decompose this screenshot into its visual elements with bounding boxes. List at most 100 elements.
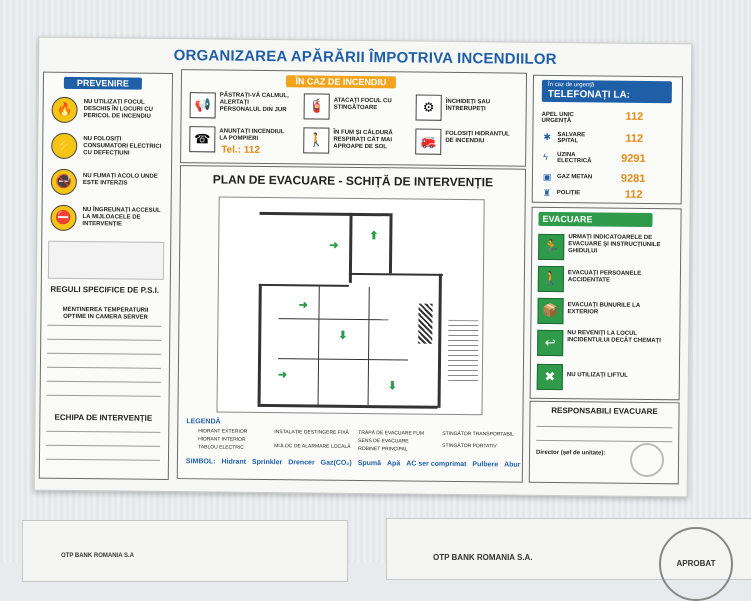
urgenta-label: GAZ METAN	[556, 174, 593, 181]
urgenta-label: APEL UNIC URGENȚĂ	[541, 111, 574, 125]
simbol-item: Hidrant	[221, 458, 247, 466]
rule-line	[536, 439, 673, 443]
prevenire-item: NU UTILIZAȚI FOCUL DESCHIS ÎN LOCURI CU …	[83, 99, 154, 120]
crawl-smoke-icon: 🚶	[303, 127, 330, 154]
stamp-label: APROBAT	[676, 559, 716, 568]
simbol-item: Drencer	[288, 459, 315, 467]
evacuate-goods-icon: 📦	[537, 297, 564, 325]
prevenire-item: NU ÎNGREUNAȚI ACCESUL LA MIJLOACELE DE I…	[82, 207, 161, 228]
urgenta-number: 9281	[620, 172, 646, 185]
evacuare-item: NU REVENIȚI LA LOCUL INCIDENTULUI DECÂT …	[567, 330, 661, 345]
exit-sign-icon: 🏃	[538, 233, 565, 261]
plan-panel: PLAN DE EVACUARE - SCHIȚĂ DE INTERVENȚIE…	[176, 165, 527, 483]
simbol-item: Abur	[504, 461, 521, 469]
director-label: Director (șef de unitate):	[536, 449, 606, 457]
simbol-item: Sprinkler	[251, 458, 283, 467]
reguli-header: REGULI SPECIFICE DE P.S.I.	[50, 284, 160, 295]
in-caz-item: ANUNȚAȚI INCENDIUL LA POMPIERI	[219, 128, 285, 142]
evacuation-arrow: ➜	[329, 239, 339, 252]
simbol-label: SIMBOL:	[185, 458, 216, 466]
no-smoking-icon: 🚭	[50, 168, 78, 195]
prevenire-header: PREVENIRE	[63, 76, 142, 90]
rule-line	[46, 394, 161, 397]
fire-safety-poster: ORGANIZAREA APĂRĂRII ÎMPOTRIVA INCENDIIL…	[33, 36, 693, 498]
legend-item: HIDRANT INTERIOR	[198, 436, 246, 443]
plan-title: PLAN DE EVACUARE - SCHIȚĂ DE INTERVENȚIE	[212, 172, 494, 190]
gas-icon: ▣	[542, 171, 552, 182]
no-fire-icon: 🔥	[51, 96, 78, 124]
urgenta-number: 112	[625, 132, 644, 145]
legend-item: STINGĂTOR PORTATIV	[442, 442, 497, 450]
electric-icon: ϟ	[543, 151, 548, 162]
legend-table	[447, 319, 479, 382]
document-title: OTP BANK ROMANIA S.A	[61, 553, 135, 559]
legend-item: ROBINET PRINCIPAL	[358, 445, 408, 453]
tel-number: Tel.: 112	[221, 144, 261, 156]
evacuation-arrow: ⬇	[338, 329, 348, 342]
evacuare-item: NU UTILIZAȚI LIFTUL	[566, 372, 628, 379]
legend-item: INSTALAȚIE DESTINGERE FIXĂ	[274, 429, 349, 436]
urgenta-label: POLIȚIE	[556, 190, 581, 197]
evacuare-item: URMAȚI INDICATOARELE DE EVACUARE ȘI INST…	[568, 234, 661, 255]
legend-item: MIJLOC DE ALARMARE LOCALĂ	[274, 443, 351, 450]
reguli-text: MENTINEREA TEMPERATURII OPTIME IN CAMERA…	[62, 306, 149, 321]
evacuation-arrow: ⬇	[387, 380, 398, 393]
in-caz-panel: ÎN CAZ DE INCENDIU 📢 PĂSTRAȚI-VĂ CALMUL,…	[180, 69, 528, 167]
company-logo	[629, 442, 665, 478]
in-caz-item: FOLOSIȚI HIDRANTUL DE INCENDIU	[445, 130, 510, 145]
simbol-item: Apă	[386, 460, 401, 468]
urgenta-label: SALVARE SPITAL	[557, 132, 586, 145]
urgenta-label: UZINA ELECTRICĂ	[557, 152, 592, 165]
evacuare-item: EVACUAȚI PERSOANELE ACCIDENTATE	[567, 270, 642, 284]
switch-off-icon: ⚙	[415, 94, 442, 121]
document-left: OTP BANK ROMANIA S.A	[22, 520, 348, 582]
document-right: OTP BANK ROMANIA S.A. APROBAT	[386, 518, 751, 601]
urgenta-header-box: În caz de urgență TELEFONAȚI LA:	[541, 79, 672, 104]
document-title: OTP BANK ROMANIA S.A.	[433, 553, 533, 562]
simbol-item: AC ser comprimat	[406, 460, 467, 469]
responsabili-panel: RESPONSABILI EVACUARE Director (șef de u…	[528, 400, 680, 485]
rule-line	[46, 444, 161, 447]
legend-item: STINGĂTOR TRANSPORTABIL	[442, 430, 514, 438]
no-electric-icon: ⚡	[51, 132, 78, 160]
legend-header: LEGENDĂ	[186, 418, 221, 426]
legend-item: HIDRANT EXTERIOR	[198, 428, 248, 435]
ambulance-icon: ✱	[543, 131, 551, 142]
floor-plan: ➜ ⬆ ➜ ⬇ ➜ ⬇	[216, 196, 485, 416]
echipa-header: ECHIPA DE INTERVENȚIE	[54, 412, 153, 423]
rule-line	[47, 324, 162, 327]
urgenta-number: 9291	[621, 152, 646, 165]
prevenire-panel: PREVENIRE 🔥 NU UTILIZAȚI FOCUL DESCHIS Î…	[38, 71, 174, 480]
poster-title: ORGANIZAREA APĂRĂRII ÎMPOTRIVA INCENDIIL…	[173, 47, 557, 69]
evacuation-arrow: ➜	[298, 299, 308, 312]
rule-line	[47, 352, 162, 355]
rule-line	[46, 380, 161, 383]
legend-item: SENS DE EVACUARE	[358, 437, 409, 445]
phone-icon: ☎	[189, 126, 216, 153]
evacuation-arrow: ⬆	[369, 230, 379, 243]
hydrant-icon: 🚒	[415, 128, 442, 155]
urgenta-number: 112	[625, 110, 644, 123]
in-caz-item: PĂSTRAȚI-VĂ CALMUL, ALERTAȚI PERSONALUL …	[219, 92, 289, 114]
urgenta-panel: În caz de urgență TELEFONAȚI LA: APEL UN…	[531, 74, 684, 205]
police-icon: ♜	[542, 187, 551, 198]
blank-slot	[47, 240, 165, 280]
simbol-row: SIMBOL: Hidrant Sprinkler Drencer Gaz(CO…	[186, 458, 521, 469]
urgenta-number: 112	[624, 188, 643, 201]
rule-line	[46, 430, 161, 433]
alert-person-icon: 📢	[189, 92, 216, 119]
responsabili-header: RESPONSABILI EVACUARE	[551, 405, 658, 417]
rule-line	[47, 338, 162, 341]
extinguisher-icon: 🧯	[303, 93, 330, 120]
rule-line	[536, 425, 673, 429]
no-elevator-icon: ✖	[536, 363, 563, 391]
evacuation-arrow: ➜	[277, 369, 288, 382]
evacuare-header: EVACUARE	[538, 211, 653, 228]
no-obstruction-icon: ⛔	[50, 204, 77, 231]
urgenta-header-small: În caz de urgență	[547, 81, 595, 89]
in-caz-item: ÎNCHIDEȚI SAU ÎNTRERUPEȚI	[445, 98, 491, 113]
rule-line	[45, 458, 160, 461]
rule-line	[46, 366, 161, 369]
approval-stamp: APROBAT	[659, 527, 733, 601]
prevenire-item: NU FUMAȚI ACOLO UNDE ESTE INTERZIS	[82, 173, 158, 187]
